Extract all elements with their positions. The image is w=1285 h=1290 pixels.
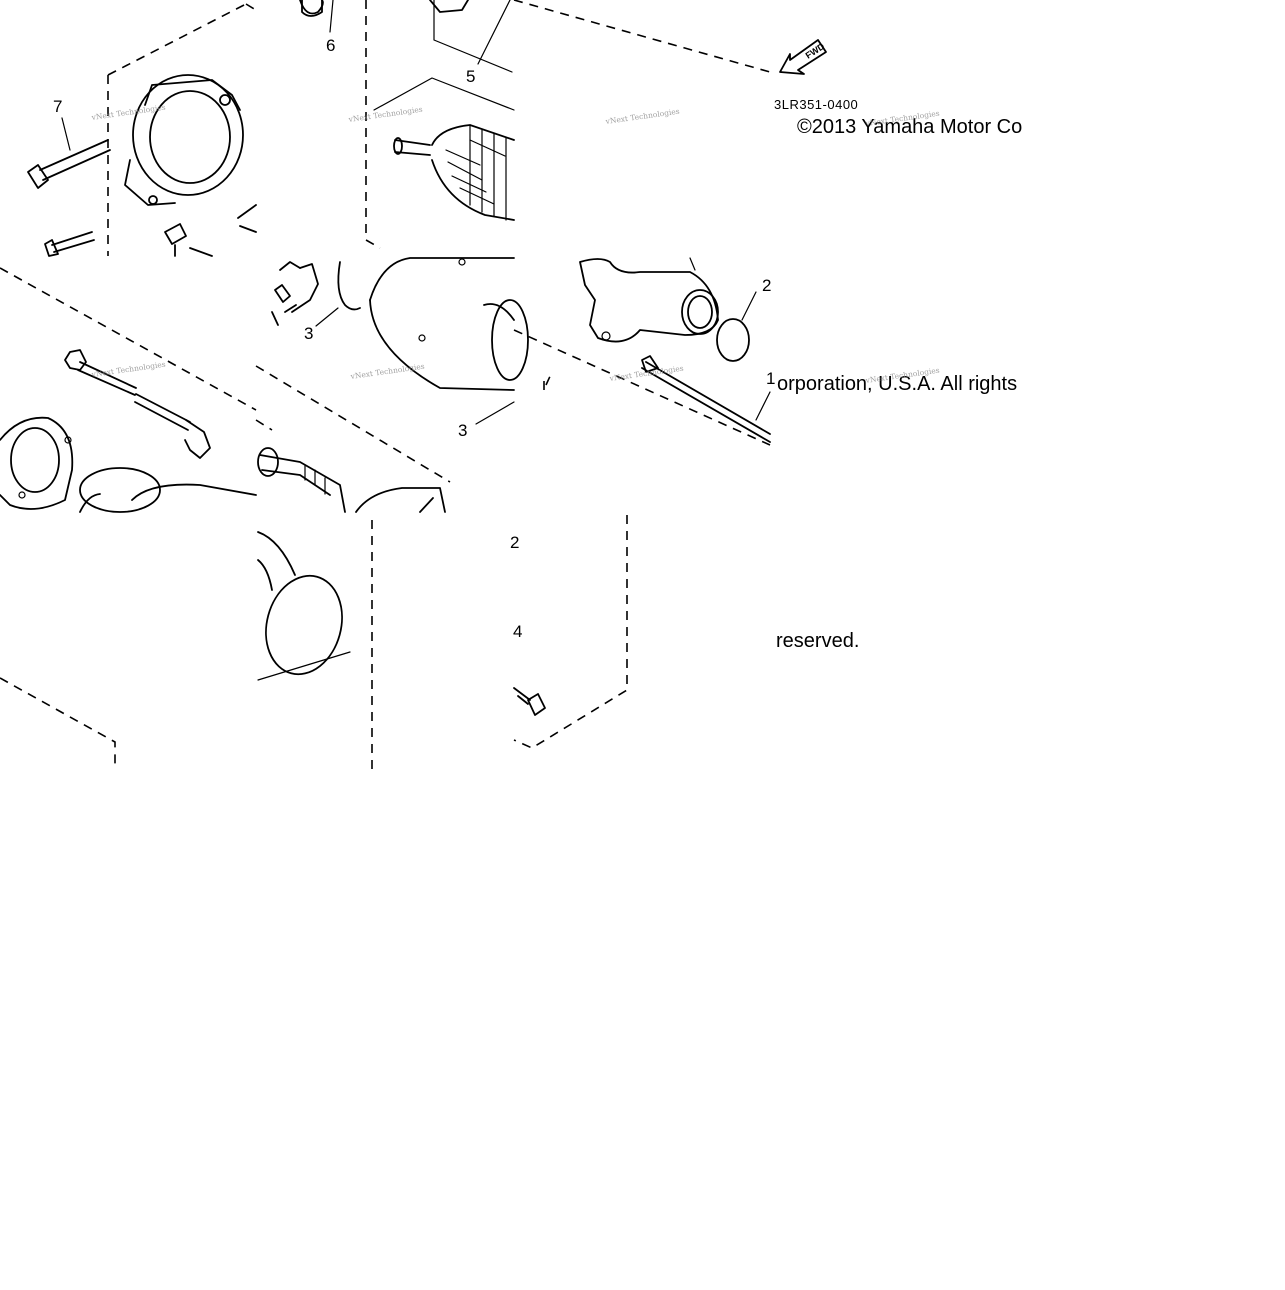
- callout-3b: 3: [458, 421, 467, 440]
- callouts: 7 6 5 3 3 2 1 4 2: [53, 36, 775, 641]
- tile-center: [255, 257, 529, 513]
- callout-2: 2: [762, 276, 771, 295]
- callout-4: 4: [513, 622, 522, 641]
- pinion-shaft: [259, 454, 346, 513]
- tile-bottom-center: [257, 520, 373, 770]
- bolt-6: [299, 0, 324, 15]
- o-ring-2: [716, 318, 750, 362]
- front-cover: [579, 258, 719, 343]
- bolt-7: [39, 139, 111, 181]
- through-bolt-1: [641, 361, 771, 443]
- callout-7: 7: [53, 97, 62, 116]
- tile-bottom-right: [513, 515, 628, 749]
- copyright-line-3: reserved.: [776, 630, 859, 652]
- callout-6: 6: [326, 36, 335, 55]
- tile-bottom-left: [0, 677, 116, 770]
- callout-5: 5: [466, 67, 475, 86]
- callout-1: 1: [766, 369, 775, 388]
- fwd-label: FWD: [804, 41, 827, 61]
- copyright-line-1: ©2013 Yamaha Motor Co: [797, 116, 1022, 138]
- watermarks: vNext Technologies vNext Technologies vN…: [90, 103, 940, 385]
- armature-core: [431, 124, 515, 221]
- watermark: vNext Technologies: [90, 360, 166, 379]
- watermark: vNext Technologies: [604, 107, 680, 126]
- callout-3a: 3: [304, 324, 313, 343]
- lead-wire: [64, 349, 87, 371]
- tile-middle-left: [0, 267, 257, 513]
- screw-4: [527, 693, 546, 716]
- copyright-line-2: orporation, U.S.A. All rights: [777, 373, 1017, 395]
- watermark: vNext Technologies: [347, 105, 423, 124]
- part-code: 3LR351-0400: [774, 97, 858, 112]
- tile-top-middle: [299, 0, 515, 249]
- o-ring-rear: [265, 574, 343, 676]
- motor-yoke: [369, 257, 515, 301]
- end-cover-ring: [132, 74, 244, 196]
- tile-top-left: [27, 0, 323, 257]
- bracket-plate: [0, 416, 74, 510]
- tile-top-right: [513, 0, 827, 75]
- callout-2-partial: 2: [510, 533, 519, 552]
- watermark: vNext Technologies: [90, 103, 166, 122]
- watermark: vNext Technologies: [608, 364, 684, 383]
- o-ring-lower: [79, 467, 161, 513]
- tile-middle-right: [513, 257, 771, 446]
- fwd-arrow-icon: [779, 39, 827, 75]
- watermark: vNext Technologies: [349, 362, 425, 381]
